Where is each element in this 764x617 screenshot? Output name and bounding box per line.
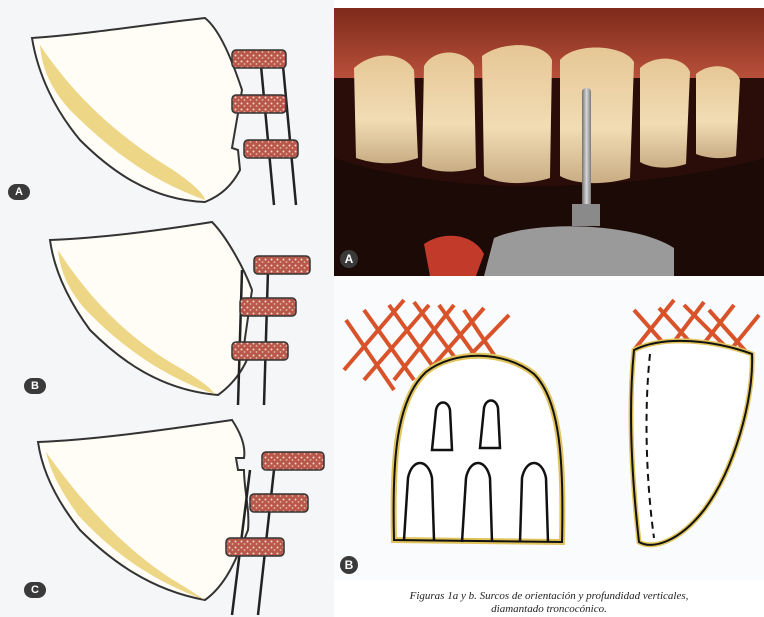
bur-disc bbox=[254, 256, 310, 274]
teeth-photo-illustration bbox=[334, 8, 764, 276]
tooth-being-prepared bbox=[560, 47, 634, 183]
bur-disc bbox=[232, 95, 286, 113]
bur-disc bbox=[250, 494, 308, 512]
tooth bbox=[354, 55, 418, 163]
tooth-facial-view bbox=[394, 356, 563, 542]
left-illustration-panel: A B C bbox=[0, 0, 334, 617]
bur-disc bbox=[232, 342, 288, 360]
tooth-section-b bbox=[50, 222, 310, 405]
tooth-sections-drawing bbox=[0, 0, 334, 617]
tooth-section-c bbox=[38, 420, 324, 615]
bur-disc bbox=[262, 452, 324, 470]
tooth bbox=[482, 45, 552, 183]
tooth bbox=[422, 53, 476, 172]
tooth-section-a bbox=[32, 18, 298, 205]
bur-disc bbox=[226, 538, 284, 556]
groove-schematic-panel: B bbox=[334, 280, 764, 580]
figure-label-b: B bbox=[24, 378, 46, 394]
bur-disc bbox=[232, 50, 286, 68]
clinical-photo: A bbox=[334, 8, 764, 276]
figure-label-photo-a: A bbox=[340, 250, 358, 268]
caption-line-2: diamantado troncocónico. bbox=[334, 603, 764, 616]
figure-label-c: C bbox=[24, 582, 46, 598]
figure-label-drawing-b: B bbox=[340, 556, 358, 574]
figure-caption: Figuras 1a y b. Surcos de orientación y … bbox=[334, 590, 764, 616]
tooth bbox=[640, 59, 690, 168]
figure-label-a: A bbox=[8, 184, 30, 200]
bur-disc bbox=[240, 298, 296, 316]
groove-schematic-drawing bbox=[334, 280, 764, 580]
diamond-bur bbox=[582, 88, 591, 208]
tooth bbox=[696, 66, 740, 158]
caption-line-1: Figuras 1a y b. Surcos de orientación y … bbox=[334, 590, 764, 603]
bur-disc bbox=[244, 140, 298, 158]
tooth-lateral-view bbox=[631, 341, 752, 545]
